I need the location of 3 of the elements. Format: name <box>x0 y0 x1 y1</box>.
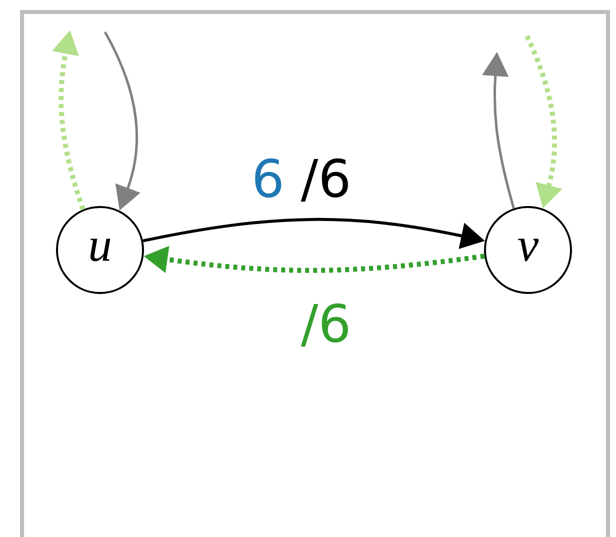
edge-label: /6 <box>300 158 348 202</box>
edge-label: /6 <box>300 303 348 347</box>
flow-value: 6 <box>255 158 282 198</box>
